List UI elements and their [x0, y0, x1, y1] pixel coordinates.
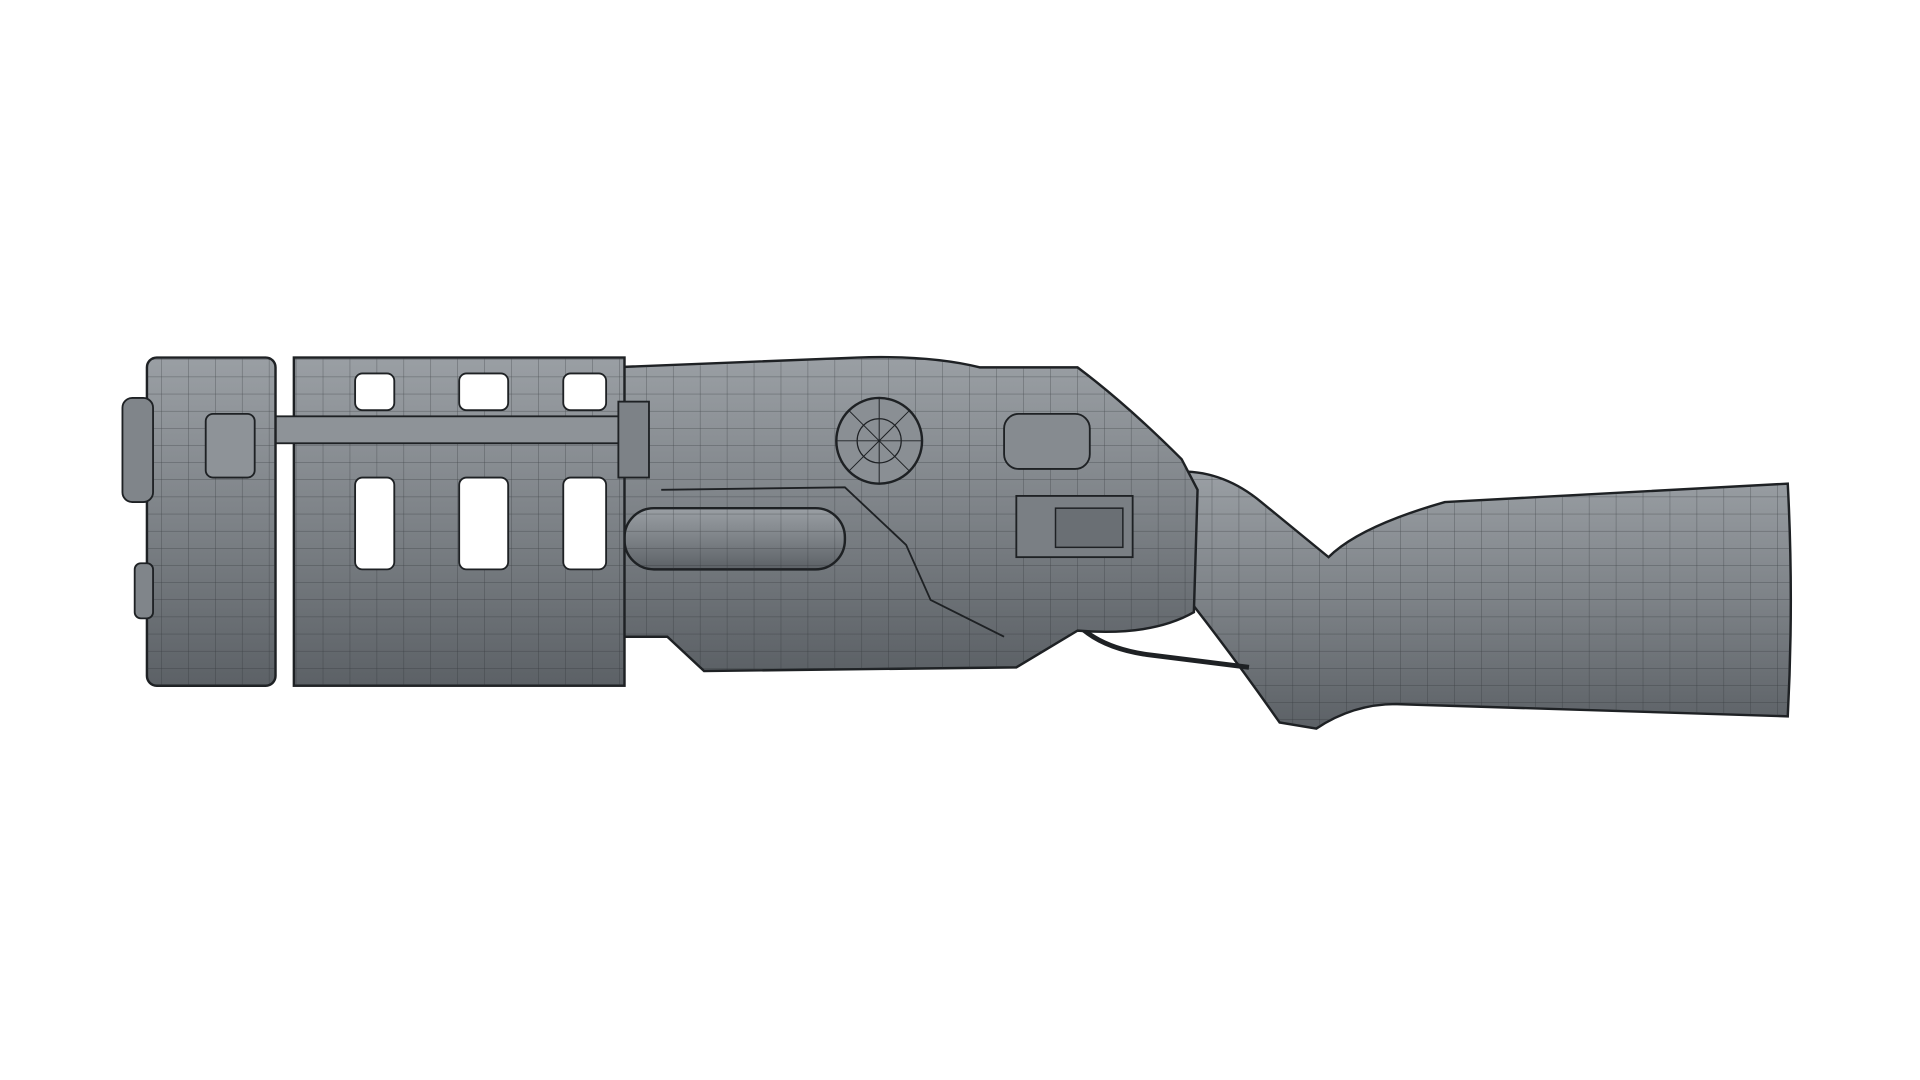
scope-dial [835, 396, 924, 485]
side-cylinder [623, 506, 847, 571]
muzzle-cap [121, 356, 277, 687]
receiver-body [611, 355, 1199, 673]
stock [1180, 470, 1793, 730]
barrel-cage [213, 356, 650, 687]
